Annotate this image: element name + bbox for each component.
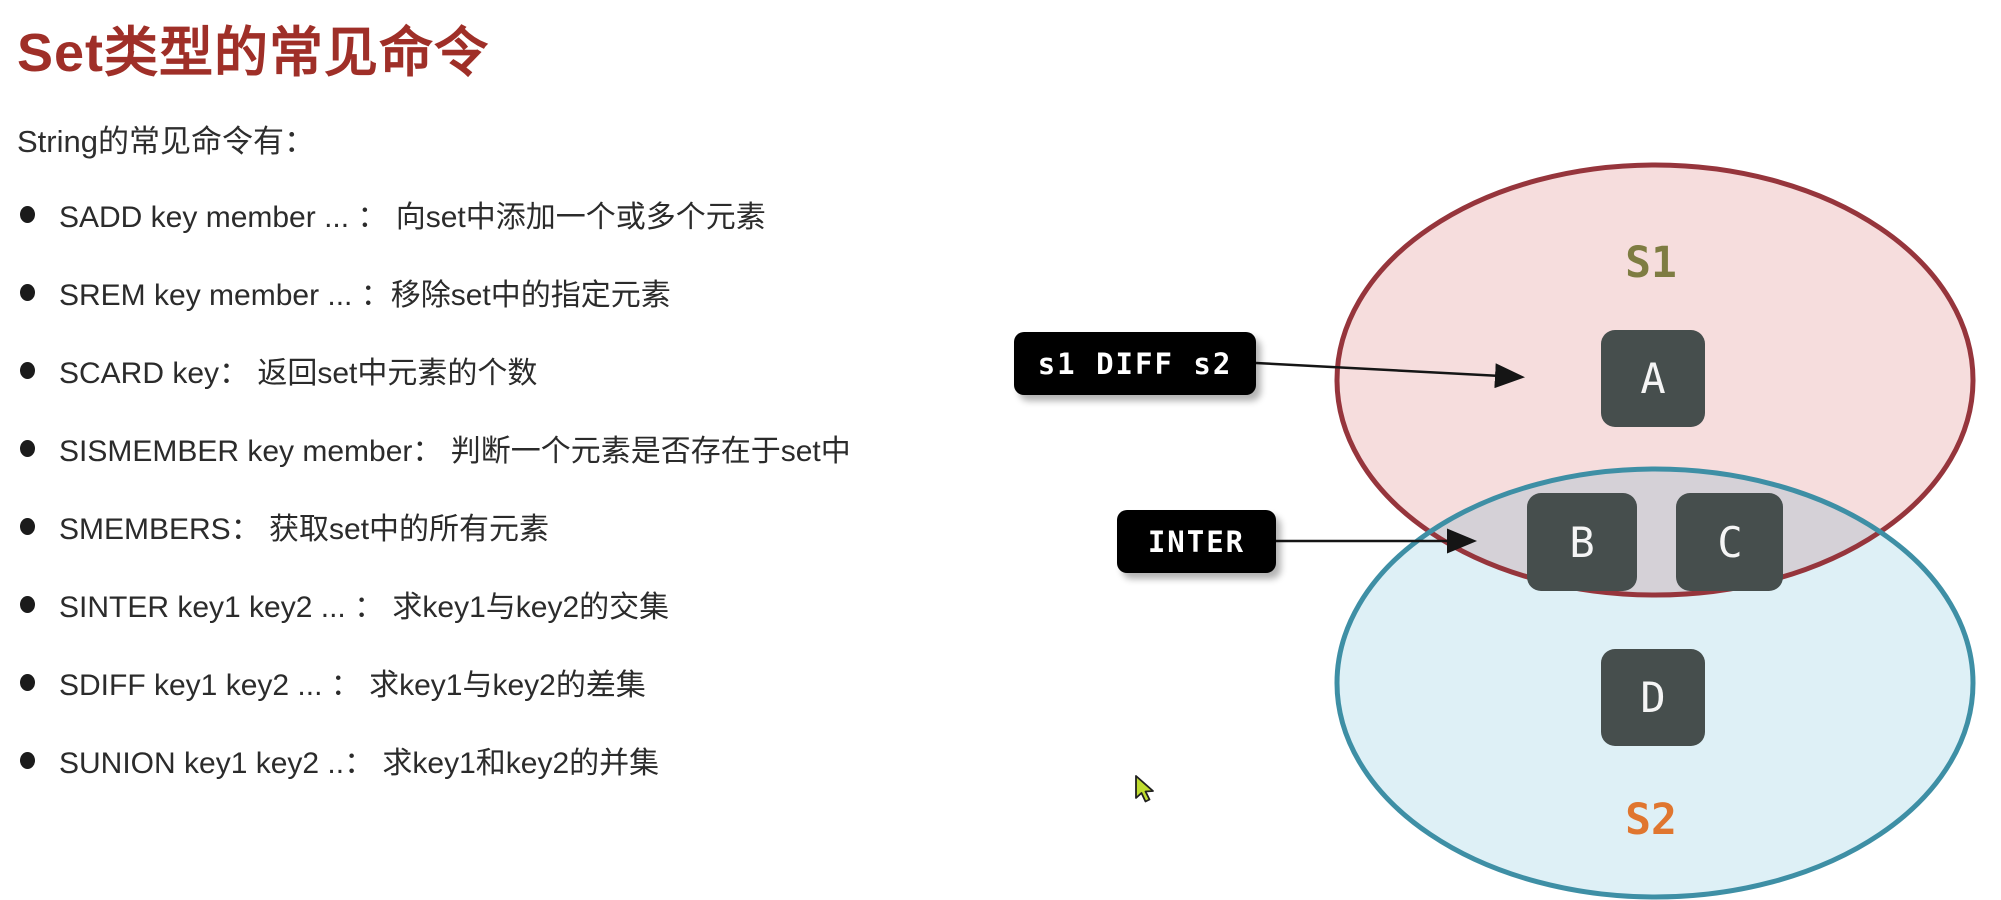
command-text: SADD key member ... ： 向set中添加一个或多个元素 <box>59 201 766 234</box>
mouse-cursor-icon <box>1135 775 1154 803</box>
list-item: SISMEMBER key member： 判断一个元素是否存在于set中 <box>20 431 851 468</box>
inter-callout: INTER <box>1117 510 1276 573</box>
diff-arrow <box>1255 361 1525 389</box>
command-text: SISMEMBER key member： 判断一个元素是否存在于set中 <box>59 435 851 468</box>
set-s2-ellipse <box>1337 469 1973 897</box>
command-text: SINTER key1 key2 ... ： 求key1与key2的交集 <box>59 591 670 624</box>
set-s1-label: S1 <box>1625 238 1677 288</box>
command-text: SMEMBERS： 获取set中的所有元素 <box>59 513 550 546</box>
bullet-icon <box>20 361 35 379</box>
element-d-label: D <box>1640 673 1665 722</box>
command-text: SUNION key1 key2 ..： 求key1和key2的并集 <box>59 747 660 780</box>
bullet-icon <box>20 283 35 301</box>
set-s2-label: S2 <box>1625 795 1677 845</box>
bullet-icon <box>20 439 35 457</box>
element-box-d <box>1601 649 1705 746</box>
element-b-label: B <box>1569 518 1594 567</box>
element-box-c <box>1676 493 1783 591</box>
diff-callout: s1 DIFF s2 <box>1014 332 1256 395</box>
set-s1-border <box>1334 162 1976 598</box>
command-text: SREM key member ... ：移除set中的指定元素 <box>59 279 671 312</box>
bullet-icon <box>20 751 35 769</box>
bullet-icon <box>20 673 35 691</box>
element-c-label: C <box>1717 518 1742 567</box>
command-text: SCARD key： 返回set中元素的个数 <box>59 357 538 390</box>
page-subtitle: String的常见命令有： <box>17 124 315 159</box>
bullet-icon <box>20 595 35 613</box>
command-text: SDIFF key1 key2 ... ： 求key1与key2的差集 <box>59 669 646 702</box>
list-item: SUNION key1 key2 ..： 求key1和key2的并集 <box>20 743 851 780</box>
list-item: SMEMBERS： 获取set中的所有元素 <box>20 509 851 546</box>
list-item: SINTER key1 key2 ... ： 求key1与key2的交集 <box>20 587 851 624</box>
bullet-icon <box>20 517 35 535</box>
element-box-a <box>1601 330 1705 427</box>
page-title: Set类型的常见命令 <box>17 23 490 83</box>
element-box-b <box>1527 493 1637 591</box>
intersection-region <box>1337 469 1973 595</box>
list-item: SDIFF key1 key2 ... ： 求key1与key2的差集 <box>20 665 851 702</box>
list-item: SCARD key： 返回set中元素的个数 <box>20 353 851 390</box>
element-a-label: A <box>1640 354 1665 403</box>
set-s2-border <box>1334 466 1976 900</box>
bullet-icon <box>20 205 35 223</box>
command-list: SADD key member ... ： 向set中添加一个或多个元素 SRE… <box>20 197 851 780</box>
list-item: SADD key member ... ： 向set中添加一个或多个元素 <box>20 197 851 234</box>
list-item: SREM key member ... ：移除set中的指定元素 <box>20 275 851 312</box>
set-s1-ellipse <box>1337 165 1973 595</box>
